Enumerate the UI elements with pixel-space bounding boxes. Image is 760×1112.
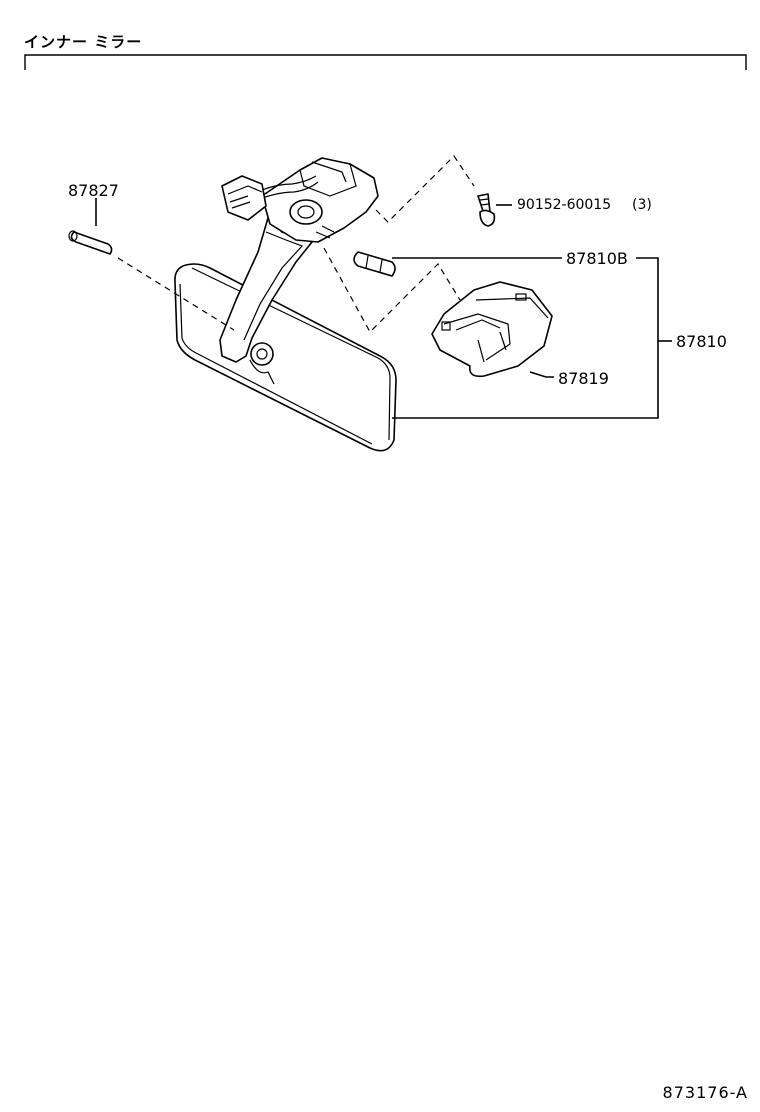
diagram-code: 873176-A <box>662 1083 748 1102</box>
dash-bulb-cover <box>323 247 461 333</box>
mirror-body[interactable] <box>174 263 397 452</box>
screw[interactable] <box>477 193 496 227</box>
label-87819[interactable]: 87819 <box>558 369 609 388</box>
leader-assembly-bracket <box>392 257 659 419</box>
dash-pin <box>117 257 235 331</box>
label-87810[interactable]: 87810 <box>676 332 727 351</box>
label-90152-60015[interactable]: 90152-60015 <box>517 197 611 213</box>
wire-harness <box>261 175 319 199</box>
lamp-cover-87819[interactable] <box>431 281 553 378</box>
label-87827[interactable]: 87827 <box>68 181 119 200</box>
page-title: インナー ミラー <box>24 33 143 51</box>
dash-screw <box>375 155 475 223</box>
connector-plug[interactable] <box>221 175 267 221</box>
bulb-87810b[interactable] <box>353 251 396 277</box>
label-87810b[interactable]: 87810B <box>566 249 628 268</box>
leader-cover <box>529 371 554 378</box>
header-bracket <box>24 54 747 70</box>
pin-87827[interactable] <box>68 230 113 255</box>
label-screw-qty: (3) <box>632 197 652 213</box>
mounting-base[interactable] <box>261 157 379 243</box>
